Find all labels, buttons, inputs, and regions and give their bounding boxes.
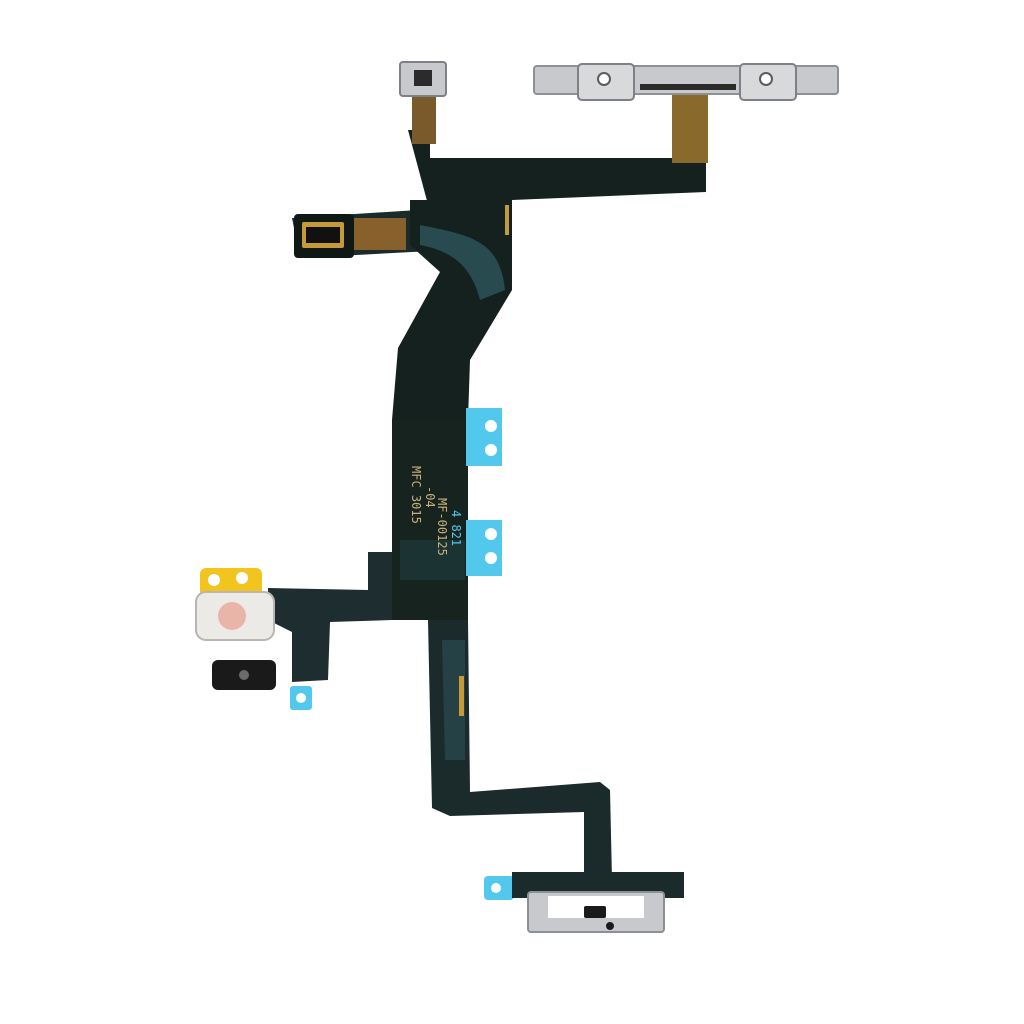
marking-line-3: MF-00125 xyxy=(435,498,449,556)
volume-plate-shadow xyxy=(640,84,736,90)
switch-stem xyxy=(412,96,436,144)
tape-hole xyxy=(491,883,501,893)
flash-module xyxy=(195,568,312,710)
tape-tab xyxy=(466,408,502,466)
flash-led xyxy=(218,602,246,630)
flex-reflection-mid xyxy=(400,540,465,580)
flex-reflection xyxy=(420,225,505,300)
flex-reflection-lower xyxy=(442,640,465,760)
bracket-rivet xyxy=(606,922,614,930)
power-switch xyxy=(584,906,606,918)
connector-trace xyxy=(354,218,406,250)
stiffener-edge xyxy=(505,205,509,235)
volume-down-dome xyxy=(759,72,773,86)
power-bracket xyxy=(484,872,684,933)
marking-line-2: -04 xyxy=(423,486,437,508)
tape-tab xyxy=(466,520,502,576)
flex-ribbon xyxy=(268,92,706,880)
volume-stem xyxy=(672,88,708,163)
blue-tape-lower xyxy=(466,520,502,576)
marking-line-1: MFC 3015 xyxy=(409,466,423,524)
volume-up-dome xyxy=(597,72,611,86)
tape-hole xyxy=(485,528,497,540)
tape-hole xyxy=(296,693,306,703)
marking-line-4: 4 821 xyxy=(449,510,463,546)
tape-hole xyxy=(485,444,497,456)
mute-switch xyxy=(399,61,447,144)
flex-left-branch xyxy=(268,552,392,682)
tape-hole xyxy=(485,420,497,432)
mic-port xyxy=(239,670,249,680)
blue-tape-upper xyxy=(466,408,502,466)
stiffener-edge-lower xyxy=(459,676,464,716)
flex-markings: MFC 3015 -04 MF-00125 4 821 xyxy=(409,466,463,556)
switch-slider xyxy=(414,70,432,86)
board-connector xyxy=(294,214,406,258)
flex-top-arm xyxy=(408,92,706,212)
tape-hole xyxy=(485,552,497,564)
tape-hole xyxy=(208,574,220,586)
volume-bracket xyxy=(533,63,839,163)
tape-hole xyxy=(236,572,248,584)
flex-lower-strip xyxy=(428,620,612,880)
connector-socket xyxy=(306,227,340,243)
